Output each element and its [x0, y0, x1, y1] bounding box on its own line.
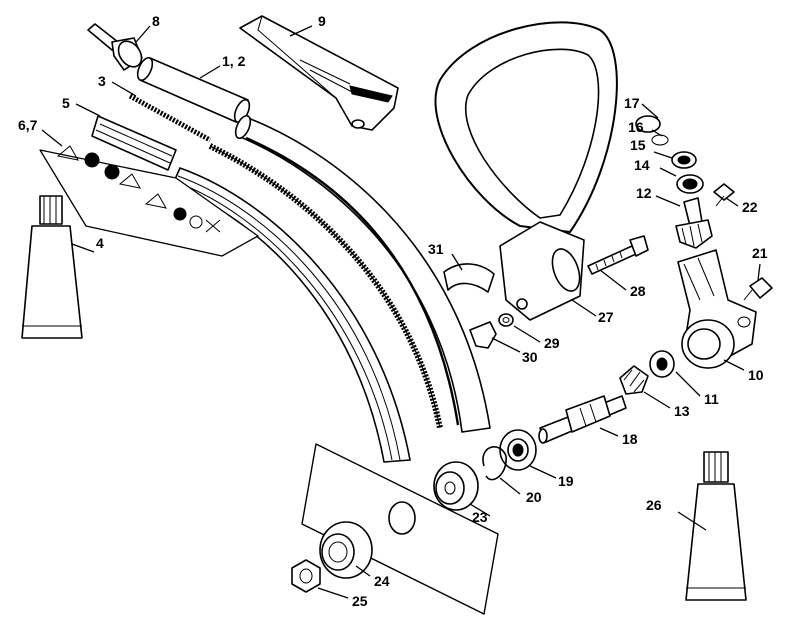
label-24: 24	[374, 573, 390, 589]
part-27-handle-clamp	[499, 221, 585, 321]
label-1-2: 1, 2	[222, 53, 246, 69]
label-11: 11	[704, 391, 719, 407]
label-20: 20	[526, 489, 542, 505]
label-4: 4	[96, 235, 104, 251]
label-8: 8	[152, 13, 160, 29]
label-14: 14	[634, 157, 650, 173]
part-3-flex-shaft	[128, 93, 443, 429]
part-20-circlip	[482, 446, 507, 481]
part-25-nut	[291, 559, 321, 593]
label-26: 26	[646, 497, 662, 513]
part-21-screw	[743, 277, 773, 301]
label-9: 9	[318, 13, 326, 29]
label-6-7: 6,7	[18, 117, 38, 133]
part-14-bearing	[676, 174, 704, 194]
loop-handle	[434, 21, 618, 233]
part-15-bearing	[671, 151, 697, 169]
main-curved-tube	[234, 114, 491, 433]
part-10-gear-housing	[677, 249, 757, 369]
label-12: 12	[636, 185, 652, 201]
part-30-wing-nut	[469, 321, 497, 349]
label-29: 29	[544, 335, 560, 351]
label-22: 22	[742, 199, 758, 215]
part-labels: 8 9 1, 2 3 5 6,7 4 17 16 15 14 12 22 21 …	[18, 13, 768, 609]
part-17-circlip	[635, 115, 661, 133]
label-15: 15	[630, 137, 646, 153]
part-22-screw	[713, 183, 735, 207]
label-31: 31	[428, 241, 444, 257]
part-4-grease-tube	[21, 195, 83, 339]
part-19-bearing	[499, 429, 537, 471]
part-24-thrust-washer	[319, 521, 373, 579]
part-28-screw	[587, 235, 649, 275]
part-16-ring	[651, 134, 669, 146]
label-5: 5	[62, 95, 70, 111]
blade	[301, 443, 499, 615]
part-13-bevel-gear	[619, 365, 649, 395]
part-8-end-plug	[87, 23, 143, 71]
label-30: 30	[522, 349, 538, 365]
label-10: 10	[748, 367, 764, 383]
label-19: 19	[558, 473, 574, 489]
part-31-spacer	[443, 263, 495, 293]
label-27: 27	[598, 309, 614, 325]
part-29-washer	[498, 313, 514, 327]
label-21: 21	[752, 245, 768, 261]
label-13: 13	[674, 403, 690, 419]
part-12-pinion	[675, 197, 713, 249]
part-18-output-shaft	[538, 395, 627, 444]
label-3: 3	[98, 73, 106, 89]
label-28: 28	[630, 283, 646, 299]
label-18: 18	[622, 431, 638, 447]
label-16: 16	[628, 119, 644, 135]
part-9-cover	[239, 15, 399, 131]
part-11-bearing	[649, 350, 675, 378]
label-23: 23	[472, 509, 488, 525]
part-23-thrust-plate	[433, 461, 479, 511]
label-17: 17	[624, 95, 640, 111]
label-25: 25	[352, 593, 368, 609]
part-6-7-decal	[39, 145, 259, 257]
part-26-grease-tube	[685, 451, 747, 601]
leader-lines	[41, 25, 761, 599]
part-1-2-drive-tube	[136, 56, 251, 124]
